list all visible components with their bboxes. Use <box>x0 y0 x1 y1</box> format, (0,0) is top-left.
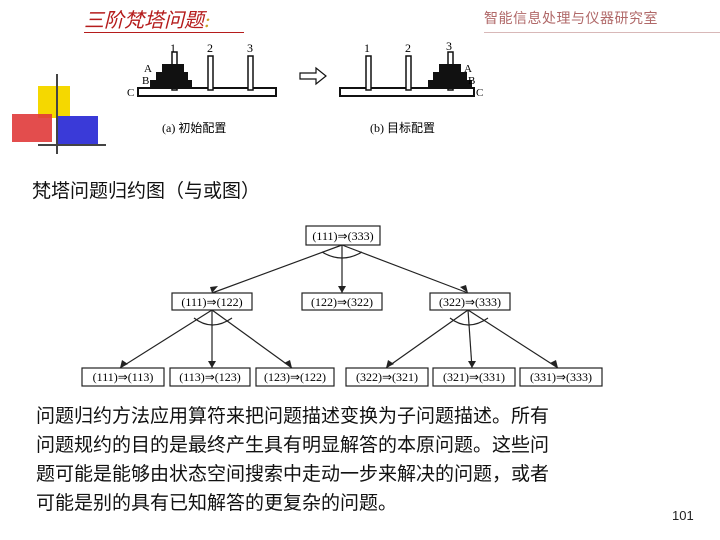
peg <box>405 55 412 91</box>
tree-node <box>432 367 516 387</box>
title-underline <box>84 32 244 33</box>
disk-label: A <box>144 63 152 75</box>
disk-label: A <box>464 63 472 75</box>
tree-node <box>345 367 429 387</box>
tree-node-label: (123)⇒(122) <box>264 370 326 384</box>
slide-title: 三阶梵塔问题: <box>84 8 211 32</box>
disk-c <box>150 80 192 89</box>
peg-label: 1 <box>364 41 370 55</box>
body-line: 问题规约的目的是最终产生具有明显解答的本原问题。这些问 <box>36 434 550 456</box>
tree-node-label: (111)⇒(122) <box>181 295 242 309</box>
tree-node-label: (331)⇒(333) <box>530 370 592 384</box>
deco-horizontal-line <box>38 144 106 146</box>
disk-label: C <box>127 87 134 99</box>
disk-label: C <box>476 87 483 99</box>
disk-a <box>162 64 184 73</box>
caption-initial: (a) 初始配置 <box>162 121 226 135</box>
page-number: 101 <box>672 508 694 523</box>
tree-node <box>301 292 383 311</box>
deco-red-square <box>12 114 52 142</box>
disk-a <box>439 64 461 73</box>
peg-label: 1 <box>170 41 176 55</box>
lab-name: 智能信息处理与仪器研究室 <box>484 11 658 27</box>
tree-arrowheads <box>120 285 558 368</box>
tree-node-label: (321)⇒(331) <box>443 370 505 384</box>
peg-label: 2 <box>405 41 411 55</box>
deco-vertical-line <box>56 74 58 154</box>
hanoi-base <box>137 87 277 97</box>
hanoi-arrow <box>299 66 327 86</box>
body-paragraph: 问题归约方法应用算符来把问题描述变换为子问题描述。所有 问题规约的目的是最终产生… <box>36 402 676 518</box>
body-line: 可能是别的具有已知解答的更复杂的问题。 <box>36 492 398 514</box>
tree-node <box>81 367 165 387</box>
peg <box>365 55 372 91</box>
tree-node <box>429 292 511 311</box>
peg-label: 2 <box>207 41 213 55</box>
peg <box>207 55 214 91</box>
tree-edges <box>119 244 559 369</box>
peg <box>247 55 254 91</box>
section-label: 梵塔问题归约图（与或图） <box>32 180 261 202</box>
hanoi-initial: 1 2 3 A B C <box>127 41 277 99</box>
tree-node <box>255 367 335 387</box>
disk-c <box>428 80 472 89</box>
tree-node-label: (322)⇒(321) <box>356 370 418 384</box>
hanoi-goal: 1 2 3 A B C <box>339 39 483 99</box>
tree-node-root <box>305 225 381 246</box>
disk-b <box>156 72 188 81</box>
disk-label: B <box>142 75 149 87</box>
disk-label: B <box>468 75 475 87</box>
body-line: 问题归约方法应用算符来把问题描述变换为子问题描述。所有 <box>36 405 550 427</box>
tree-node-label: (111)⇒(113) <box>93 370 154 384</box>
tree-node-label: (122)⇒(322) <box>311 295 373 309</box>
tree-node-label: (113)⇒(123) <box>179 370 241 384</box>
tree-node <box>171 292 253 311</box>
tree-node-label: (111)⇒(333) <box>312 229 373 243</box>
tree-node-label: (322)⇒(333) <box>439 295 501 309</box>
tree-node <box>169 367 251 387</box>
deco-yellow-square <box>38 86 70 118</box>
lab-underline <box>484 32 720 33</box>
body-line: 题可能是能够由状态空间搜索中走动一步来解决的问题，或者 <box>36 463 550 485</box>
peg-label: 3 <box>446 39 452 53</box>
disk-b <box>433 72 467 81</box>
caption-goal: (b) 目标配置 <box>370 121 435 135</box>
peg-label: 3 <box>247 41 253 55</box>
deco-blue-square <box>58 116 98 144</box>
tree-node <box>519 367 603 387</box>
